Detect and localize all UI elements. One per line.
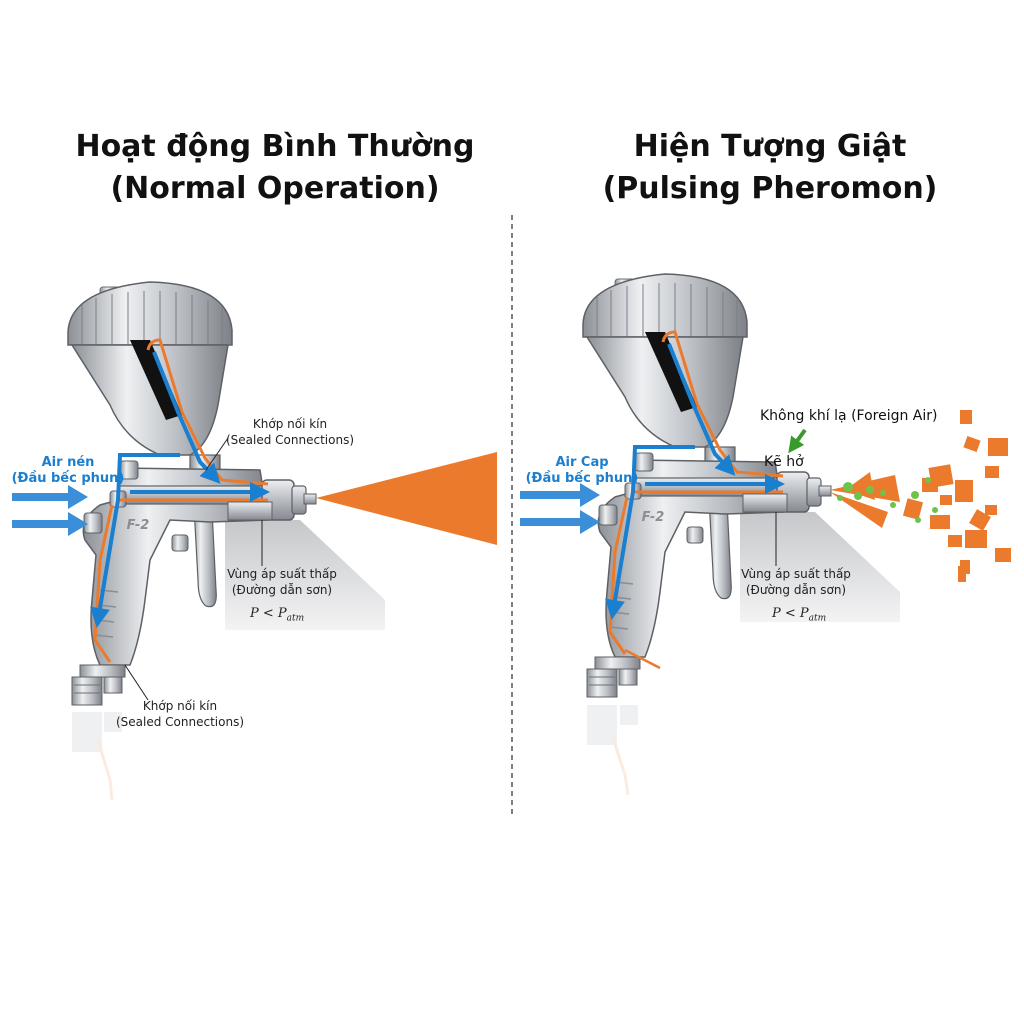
- low-pressure-line1-right: Vùng áp suất thấp: [741, 567, 851, 581]
- formula-p-right: P < P: [772, 606, 809, 621]
- low-pressure-line1: Vùng áp suất thấp: [227, 567, 337, 581]
- pulsing-title-en: (Pulsing Pheromon): [602, 171, 938, 206]
- pulsing-title-vi: Hiện Tượng Giật: [633, 129, 907, 164]
- gun-reflection: [72, 712, 122, 801]
- low-pressure-label-right: Vùng áp suất thấp (Đường dẫn sơn): [726, 566, 866, 598]
- foreign-air-label: Không khí lạ (Foreign Air): [760, 408, 938, 424]
- leader-line: [205, 437, 229, 471]
- gun-reflection: [587, 705, 638, 796]
- low-pressure-line2: (Đường dẫn sơn): [231, 583, 333, 597]
- gun-model-label: F-2: [126, 518, 150, 533]
- spray-cone: [316, 452, 497, 545]
- air-label-line2: (Đầu bếc phun): [11, 471, 125, 486]
- normal-title-en: (Normal Operation): [110, 171, 440, 206]
- sealed-connections-bottom-label: Khớp nối kín (Sealed Connections): [110, 698, 250, 730]
- normal-operation-title: Hoạt động Bình Thường (Normal Operation): [60, 126, 490, 210]
- gap-label: Kẽ hở: [764, 454, 804, 470]
- gun-model-label-right: F-2: [641, 510, 665, 525]
- air-cap-line2: (Đầu bếc phun): [525, 471, 639, 486]
- air-inlet-label: Air nén (Đầu bếc phun): [8, 455, 128, 487]
- air-cap-arrows: [520, 483, 600, 534]
- pressure-formula-right: P < Patm: [772, 606, 832, 627]
- air-bubbles: [837, 477, 938, 523]
- normal-title-vi: Hoạt động Bình Thường: [75, 129, 475, 164]
- sealed-top-line2: (Sealed Connections): [225, 433, 354, 447]
- air-inlet-arrows: [12, 485, 88, 536]
- formula-sub: atm: [286, 613, 305, 624]
- air-cap-line1: Air Cap: [555, 455, 609, 470]
- leak-line: [624, 648, 661, 670]
- formula-sub-right: atm: [808, 613, 827, 624]
- sealed-connections-top-label: Khớp nối kín (Sealed Connections): [220, 416, 360, 448]
- sealed-bottom-line2: (Sealed Connections): [115, 715, 244, 729]
- low-pressure-line2-right: (Đường dẫn sơn): [745, 583, 847, 597]
- leader-line: [124, 664, 149, 701]
- sealed-bottom-line1: Khớp nối kín: [142, 699, 218, 713]
- pressure-formula: P < Patm: [250, 606, 310, 627]
- sealed-top-line1: Khớp nối kín: [252, 417, 328, 431]
- air-label-line1: Air nén: [41, 455, 95, 470]
- low-pressure-label: Vùng áp suất thấp (Đường dẫn sơn): [212, 566, 352, 598]
- pulsing-title: Hiện Tượng Giật (Pulsing Pheromon): [555, 126, 985, 210]
- formula-p: P < P: [250, 606, 287, 621]
- air-cap-label: Air Cap (Đầu bếc phun): [522, 455, 642, 487]
- foreign-air-arrow: [788, 428, 807, 454]
